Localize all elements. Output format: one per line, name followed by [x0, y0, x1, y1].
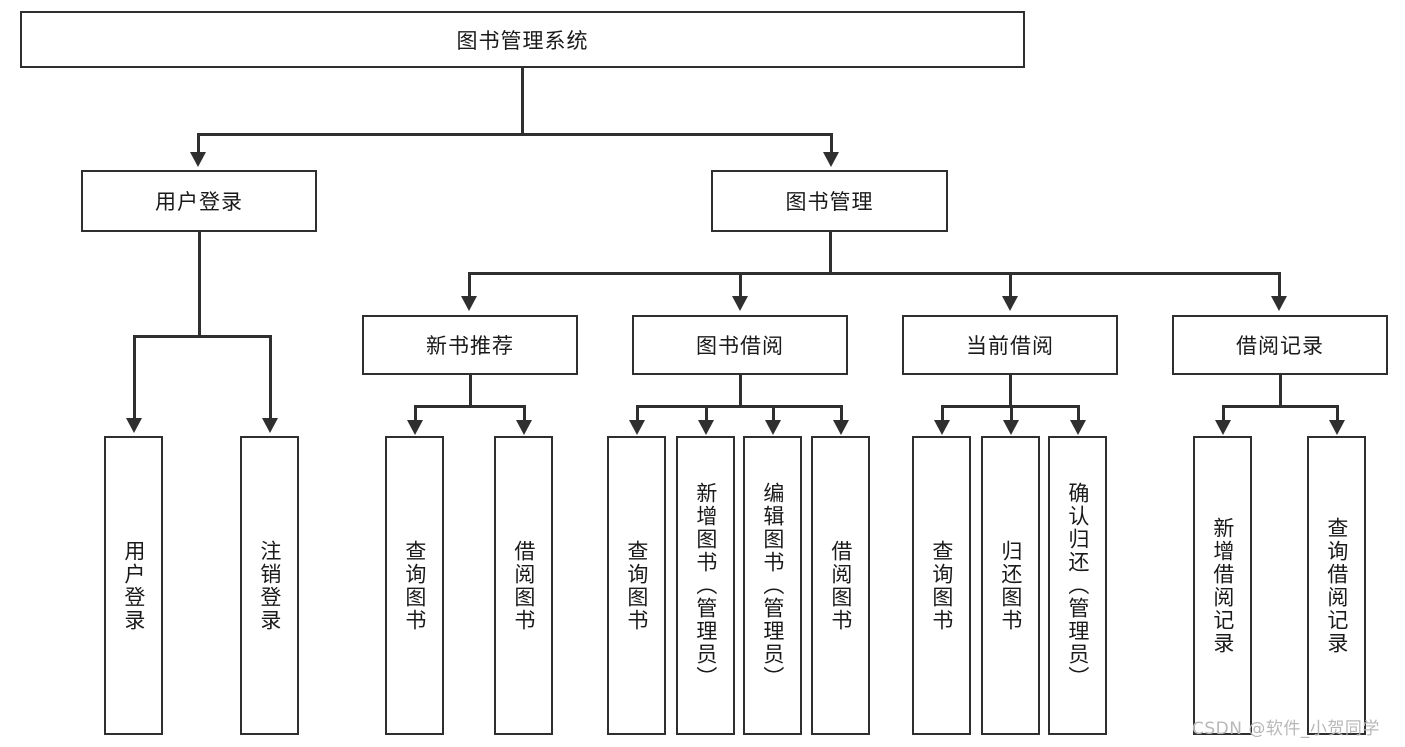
node-leaf-confirm-return-label: 确认归还（管理员） — [1065, 482, 1090, 689]
edge-br-bus — [1222, 405, 1339, 408]
edge-cb-stem — [1009, 375, 1012, 407]
edge-cb-drop-2 — [1010, 405, 1013, 423]
node-leaf-add-record[interactable]: 新增借阅记录 — [1193, 436, 1252, 735]
edge-bm-drop-1 — [468, 272, 471, 299]
node-leaf-query-book-2-label: 查询图书 — [624, 539, 649, 632]
edge-book-management-stem — [829, 232, 832, 274]
arrowhead-book-management — [823, 152, 839, 167]
node-new-book-recommend-label: 新书推荐 — [426, 334, 514, 358]
edge-bm-drop-3 — [1009, 272, 1012, 299]
node-leaf-add-book-label: 新增图书（管理员） — [693, 482, 718, 689]
arrowhead-leaf-confirm-return — [1070, 420, 1086, 435]
node-book-borrow-label: 图书借阅 — [696, 334, 784, 358]
arrowhead-leaf-add-record — [1215, 420, 1231, 435]
edge-root-stem — [521, 68, 524, 135]
node-leaf-query-record[interactable]: 查询借阅记录 — [1307, 436, 1366, 735]
edge-cb-drop-3 — [1077, 405, 1080, 423]
edge-bb-bus — [636, 405, 843, 408]
node-borrow-record[interactable]: 借阅记录 — [1172, 315, 1388, 375]
node-leaf-query-book-3[interactable]: 查询图书 — [912, 436, 971, 735]
node-leaf-confirm-return[interactable]: 确认归还（管理员） — [1048, 436, 1107, 735]
node-leaf-query-record-label: 查询借阅记录 — [1324, 516, 1349, 655]
node-current-borrow[interactable]: 当前借阅 — [902, 315, 1118, 375]
arrowhead-leaf-user-login — [126, 418, 142, 433]
node-leaf-logout-login[interactable]: 注销登录 — [240, 436, 299, 735]
node-leaf-borrow-book-2-label: 借阅图书 — [828, 539, 853, 632]
edge-bb-drop-2 — [705, 405, 708, 423]
arrowhead-leaf-query-book-2 — [629, 420, 645, 435]
node-leaf-borrow-book-2[interactable]: 借阅图书 — [811, 436, 870, 735]
arrowhead-book-borrow — [732, 296, 748, 311]
edge-book-management-bus — [468, 272, 1281, 275]
edge-br-drop-1 — [1222, 405, 1225, 423]
arrowhead-leaf-query-book-3 — [934, 420, 950, 435]
edge-nbr-drop-2 — [523, 405, 526, 423]
arrowhead-leaf-return-book — [1003, 420, 1019, 435]
node-leaf-logout-login-label: 注销登录 — [257, 539, 282, 632]
node-root-system-label: 图书管理系统 — [456, 28, 589, 53]
node-leaf-add-book[interactable]: 新增图书（管理员） — [676, 436, 735, 735]
edge-bb-stem — [739, 375, 742, 407]
node-leaf-query-book-1[interactable]: 查询图书 — [385, 436, 444, 735]
edge-cb-drop-1 — [941, 405, 944, 423]
edge-user-login-bus — [133, 335, 270, 338]
edge-bb-drop-1 — [636, 405, 639, 423]
node-current-borrow-label: 当前借阅 — [966, 334, 1054, 358]
edge-user-login-stem — [198, 232, 201, 337]
node-leaf-edit-book[interactable]: 编辑图书（管理员） — [743, 436, 802, 735]
node-leaf-user-login[interactable]: 用户登录 — [104, 436, 163, 735]
node-user-login-label: 用户登录 — [155, 190, 243, 214]
arrowhead-current-borrow — [1002, 296, 1018, 311]
arrowhead-leaf-borrow-book-2 — [833, 420, 849, 435]
edge-nbr-stem — [469, 375, 472, 407]
arrowhead-leaf-query-book-1 — [407, 420, 423, 435]
edge-user-login-drop-2 — [269, 335, 272, 420]
edge-br-drop-2 — [1336, 405, 1339, 423]
node-book-borrow[interactable]: 图书借阅 — [632, 315, 848, 375]
edge-root-to-book-management — [830, 133, 833, 156]
node-leaf-return-book-label: 归还图书 — [998, 539, 1023, 632]
node-new-book-recommend[interactable]: 新书推荐 — [362, 315, 578, 375]
arrowhead-leaf-borrow-book-1 — [516, 420, 532, 435]
edge-nbr-bus — [414, 405, 526, 408]
node-book-management-label: 图书管理 — [785, 190, 874, 214]
arrowhead-borrow-record — [1271, 296, 1287, 311]
arrowhead-leaf-add-book — [698, 420, 714, 435]
edge-root-bus — [197, 133, 833, 136]
node-leaf-user-login-label: 用户登录 — [121, 539, 146, 632]
node-leaf-query-book-3-label: 查询图书 — [929, 539, 954, 632]
node-leaf-query-book-1-label: 查询图书 — [402, 539, 427, 632]
edge-bm-drop-4 — [1278, 272, 1281, 299]
node-root-system[interactable]: 图书管理系统 — [20, 11, 1025, 68]
edge-nbr-drop-1 — [414, 405, 417, 423]
node-leaf-return-book[interactable]: 归还图书 — [981, 436, 1040, 735]
edge-br-stem — [1279, 375, 1282, 407]
node-leaf-borrow-book-1-label: 借阅图书 — [511, 539, 536, 632]
arrowhead-new-book-recommend — [461, 296, 477, 311]
edge-user-login-drop-1 — [133, 335, 136, 420]
edge-bb-drop-4 — [840, 405, 843, 423]
node-user-login[interactable]: 用户登录 — [81, 170, 317, 232]
arrowhead-leaf-edit-book — [765, 420, 781, 435]
node-leaf-add-record-label: 新增借阅记录 — [1210, 516, 1235, 655]
csdn-watermark: CSDN @软件_小贺同学 — [1192, 714, 1380, 739]
arrowhead-leaf-logout-login — [262, 418, 278, 433]
node-borrow-record-label: 借阅记录 — [1236, 334, 1324, 358]
node-leaf-query-book-2[interactable]: 查询图书 — [607, 436, 666, 735]
edge-bb-drop-3 — [772, 405, 775, 423]
node-leaf-borrow-book-1[interactable]: 借阅图书 — [494, 436, 553, 735]
node-book-management[interactable]: 图书管理 — [711, 170, 948, 232]
csdn-watermark-text: CSDN @软件_小贺同学 — [1192, 719, 1380, 739]
node-leaf-edit-book-label: 编辑图书（管理员） — [760, 482, 785, 689]
arrowhead-leaf-query-record — [1329, 420, 1345, 435]
edge-root-to-user-login — [197, 133, 200, 156]
arrowhead-user-login — [190, 152, 206, 167]
edge-bm-drop-2 — [739, 272, 742, 299]
